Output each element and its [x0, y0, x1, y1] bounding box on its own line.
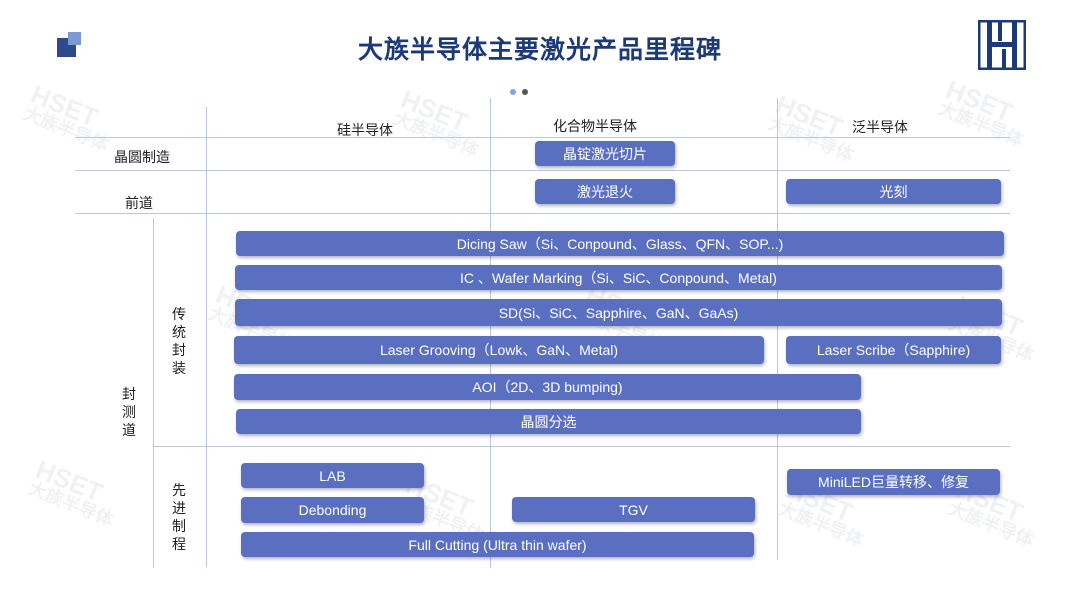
bar-dicing-saw: Dicing Saw（Si、Conpound、Glass、QFN、SOP...)	[236, 231, 1004, 256]
row-label-packaging: 封测道	[122, 386, 136, 438]
column-header: 化合物半导体	[553, 118, 637, 134]
bar-full-cutting: Full Cutting (Ultra thin wafer)	[241, 532, 754, 557]
bar-wafer-sorting: 晶圆分选	[236, 409, 861, 434]
bar-miniled: MiniLED巨量转移、修复	[787, 469, 1000, 495]
bar-tgv: TGV	[512, 497, 755, 522]
grid-line	[75, 213, 1010, 214]
row-label-traditional: 传统封装	[172, 306, 186, 376]
bar-lab: LAB	[241, 463, 424, 488]
bar-debonding: Debonding	[241, 497, 424, 523]
column-header: 硅半导体	[337, 122, 393, 138]
grid-line	[777, 98, 778, 560]
pagination-dot-active[interactable]	[510, 89, 516, 95]
pagination-dot[interactable]	[522, 89, 528, 95]
page-title: 大族半导体主要激光产品里程碑	[357, 36, 722, 64]
grid-line	[490, 98, 491, 568]
column-header: 泛半导体	[852, 119, 908, 135]
bar-marking: IC 、Wafer Marking（Si、SiC、Conpound、Metal)	[235, 265, 1002, 290]
grid-line	[75, 170, 1010, 171]
bar-laser-grooving: Laser Grooving（Lowk、GaN、Metal)	[234, 336, 764, 364]
bar-stealth-dicing: SD(Si、SiC、Sapphire、GaN、GaAs)	[235, 299, 1002, 326]
bar-ingot-slicing: 晶锭激光切片	[535, 141, 675, 166]
row-label-front: 前道	[125, 195, 153, 211]
grid-line	[206, 107, 207, 567]
logo-square-light	[68, 32, 81, 45]
row-label-wafer: 晶圆制造	[114, 149, 170, 165]
bar-lithography: 光刻	[786, 179, 1001, 204]
grid-line	[153, 446, 1010, 447]
bar-aoi: AOI（2D、3D bumping)	[234, 374, 861, 400]
row-label-advanced: 先进制程	[172, 482, 186, 552]
grid-line	[75, 137, 1010, 138]
bar-laser-anneal: 激光退火	[535, 179, 675, 204]
bar-laser-scribe: Laser Scribe（Sapphire)	[786, 336, 1001, 364]
pagination-dots	[510, 82, 534, 100]
grid-line	[153, 218, 154, 568]
brand-logo-icon	[978, 20, 1026, 70]
